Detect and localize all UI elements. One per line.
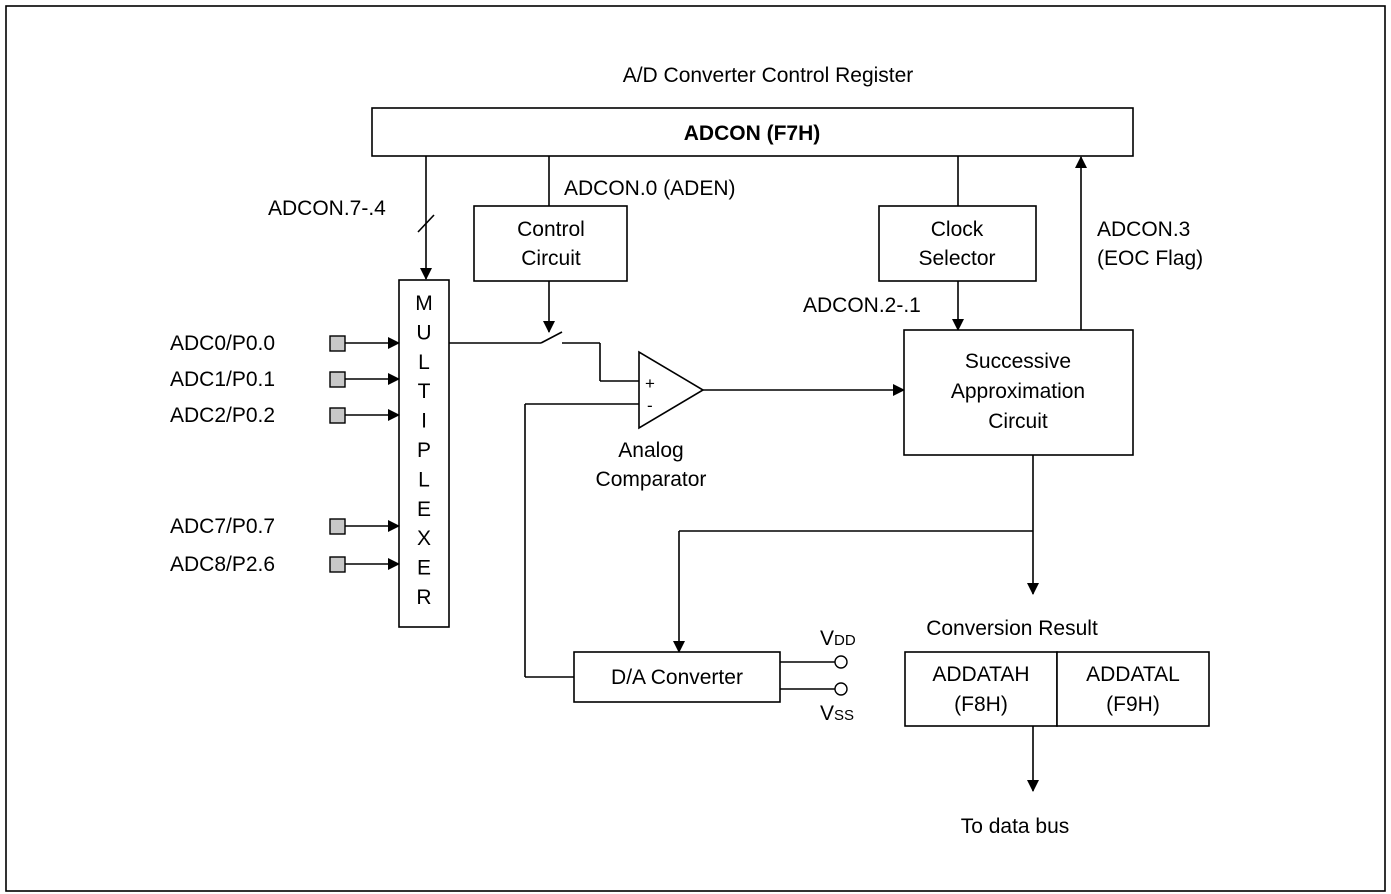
bus-slash — [417, 214, 435, 233]
adcon-3-label: (EOC Flag) — [1097, 247, 1203, 270]
multiplexer-letter: L — [418, 351, 430, 374]
adcon-7-4-label: ADCON.7-.4 — [268, 197, 386, 220]
input-label: ADC8/P2.6 — [170, 553, 275, 576]
comparator-minus: - — [647, 396, 653, 415]
input-label: ADC2/P0.2 — [170, 404, 275, 427]
analog-comparator-label: Analog — [618, 439, 683, 462]
adcon-0-label: ADCON.0 (ADEN) — [564, 177, 736, 200]
successive-approximation-label: Approximation — [951, 380, 1085, 403]
control-circuit-box — [473, 205, 628, 282]
vdd-terminal — [834, 655, 848, 669]
multiplexer-letter: E — [417, 498, 431, 521]
vdd-label: VDD — [820, 627, 856, 650]
vss-label: VSS — [820, 702, 854, 725]
control-circuit-label: Control — [517, 218, 585, 241]
da-converter-box — [573, 651, 781, 703]
successive-approximation-label: Successive — [965, 350, 1071, 373]
adcon-3-label: ADCON.3 — [1097, 218, 1190, 241]
multiplexer-letter: R — [416, 586, 431, 609]
da-converter-label: D/A Converter — [611, 666, 743, 689]
outer-frame — [5, 5, 1386, 892]
multiplexer-letter: T — [418, 380, 431, 403]
multiplexer-letter: P — [417, 439, 431, 462]
addatal-label: (F9H) — [1106, 693, 1160, 716]
successive-approximation-box — [903, 329, 1134, 456]
addatah-register — [904, 651, 1058, 727]
clock-selector-label: Clock — [931, 218, 984, 241]
addatah-label: ADDATAH — [932, 663, 1029, 686]
register-title: A/D Converter Control Register — [623, 64, 914, 87]
adcon-register — [371, 107, 1134, 157]
control-circuit-label: Circuit — [521, 247, 581, 270]
multiplexer-letter: I — [421, 410, 427, 433]
addatal-register — [1056, 651, 1210, 727]
clock-selector-label: Selector — [918, 247, 995, 270]
input-pin — [329, 407, 346, 424]
input-label: ADC7/P0.7 — [170, 515, 275, 538]
input-pin — [329, 371, 346, 388]
clock-selector-box — [878, 205, 1037, 282]
input-pin — [329, 518, 346, 535]
analog-inputs: ADC0/P0.0ADC1/P0.1ADC2/P0.2ADC7/P0.7ADC8… — [170, 332, 400, 576]
adcon-register-label: ADCON (F7H) — [684, 122, 821, 145]
vss-terminal — [834, 682, 848, 696]
successive-approximation-label: Circuit — [988, 410, 1048, 433]
analog-comparator-label: Comparator — [596, 468, 707, 491]
data-bus-label: To data bus — [961, 815, 1070, 838]
multiplexer-letter: M — [415, 292, 433, 315]
conversion-result-label: Conversion Result — [926, 617, 1098, 640]
input-pin — [329, 335, 346, 352]
multiplexer-letter: E — [417, 557, 431, 580]
analog-comparator — [638, 350, 705, 430]
adcon-2-1-label: ADCON.2-.1 — [803, 294, 921, 317]
multiplexer-letter: X — [417, 527, 431, 550]
multiplexer-letter: L — [418, 468, 430, 491]
addatal-label: ADDATAL — [1086, 663, 1180, 686]
input-label: ADC0/P0.0 — [170, 332, 275, 355]
addatah-label: (F8H) — [954, 693, 1008, 716]
enable-switch — [540, 331, 563, 344]
multiplexer-box — [398, 279, 450, 628]
comparator-plus: + — [645, 374, 655, 393]
input-pin — [329, 556, 346, 573]
multiplexer-letter: U — [416, 321, 431, 344]
input-label: ADC1/P0.1 — [170, 368, 275, 391]
